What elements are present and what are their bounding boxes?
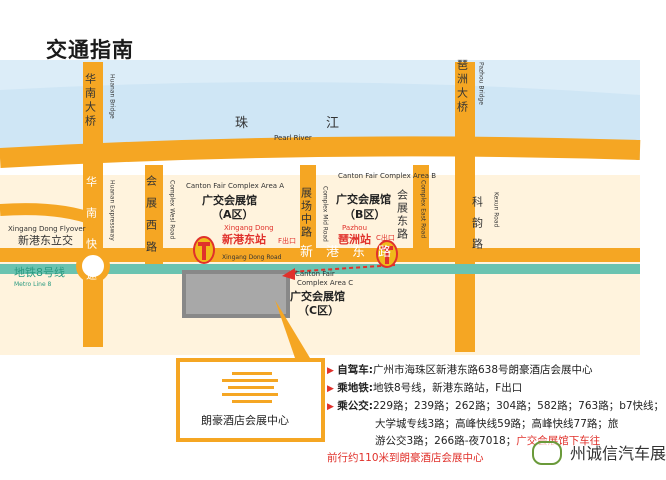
venue-name: 朗豪酒店会展中心 — [201, 413, 289, 427]
bus-line2: 大学城专线3路；高峰快线59路；高峰快线77路；旅 — [375, 418, 619, 430]
watermark-chat-icon — [532, 441, 562, 465]
station2-exit: C出口 — [376, 233, 395, 242]
station1-exit: F出口 — [278, 236, 296, 245]
flyover-circle — [76, 249, 110, 283]
area-c-en2: Complex Area C — [297, 279, 353, 287]
xingang-road-en: Xingang Dong Road — [222, 254, 282, 261]
metro-text: 地铁8号线，新港东路站，F出口 — [372, 382, 523, 394]
bus-label: 乘公交: — [337, 400, 373, 412]
venue-logo-icon — [222, 372, 278, 403]
page-title: 交通指南 — [46, 38, 134, 62]
car-row: ▶ 自驾车:广州市海珠区新港东路638号朗豪酒店会展中心 — [327, 362, 637, 380]
flyover-cn: 新港东立交 — [18, 233, 73, 247]
east-road-en: Complex East Road — [420, 180, 427, 238]
triangle-icon: ▶ — [327, 402, 334, 412]
huanan-expressway-en: Huanan Expressway — [109, 180, 116, 241]
area-c-en1: Canton Fair — [295, 270, 335, 278]
keyun-road-cn: 科韵路 — [471, 195, 484, 259]
station1-cn: 新港东站 — [222, 232, 266, 246]
area-b-en: Canton Fair Complex Area B — [338, 172, 436, 180]
keyun-road — [455, 62, 475, 352]
area-c-cn: 广交会展馆 — [290, 289, 345, 303]
metro-line-8 — [0, 264, 640, 274]
east-road-cn: 会展东路 — [396, 189, 409, 241]
triangle-icon: ▶ — [327, 366, 334, 376]
pazhou-station-icon — [376, 240, 398, 268]
triangle-icon: ▶ — [327, 384, 334, 394]
flyover-en: Xingang Dong Flyover — [8, 225, 86, 233]
route-dashed-line — [289, 264, 396, 273]
bus-row-2: 大学城专线3路；高峰快线59路；高峰快线77路；旅 — [327, 416, 637, 433]
huanan-bridge-en: Huanan Bridge — [109, 74, 116, 119]
car-label: 自驾车: — [337, 364, 373, 376]
station1-en: Xingang Dong — [224, 224, 274, 232]
directions-panel: ▶ 自驾车:广州市海珠区新港东路638号朗豪酒店会展中心 ▶ 乘地铁:地铁8号线… — [327, 362, 664, 467]
bus-line4-b: 到朗豪酒店会展中心 — [389, 452, 484, 464]
traffic-map: 珠 江 Pearl River 华南大桥 Huanan Bridge 琶洲大桥 … — [0, 59, 641, 442]
station2-en: Pazhou — [342, 224, 367, 232]
area-c-roof — [186, 274, 286, 314]
west-road — [145, 165, 163, 265]
pazhou-bridge-cn: 琶洲大桥 — [456, 59, 469, 115]
xingang-station-icon — [193, 236, 215, 264]
bus-line3-a: 游公交3路；266路-夜7018； — [375, 435, 517, 447]
xingang-road-cn: 新 港 东 路 — [300, 244, 391, 260]
area-b-cn: 广交会展馆 — [336, 192, 391, 206]
mid-road-en: Complex Mid Road — [322, 186, 329, 242]
area-c-sub: （C区） — [298, 304, 339, 317]
flyover-ramp — [0, 203, 98, 226]
car-text: 广州市海珠区新港东路638号朗豪酒店会展中心 — [372, 364, 593, 376]
area-a-cn: 广交会展馆 — [202, 193, 257, 207]
west-road-cn: 会展西路 — [145, 175, 158, 263]
metro-label: 乘地铁: — [337, 382, 373, 394]
bus-row-4: 前行约110米到朗豪酒店会展中心 — [327, 450, 637, 467]
map-page: 珠 江 Pearl River 华南大桥 Huanan Bridge 琶洲大桥 … — [0, 38, 666, 467]
xingang-road — [0, 248, 640, 262]
bus-line4-a: 前行约110米 — [327, 452, 390, 464]
mid-road-cn: 展场中路 — [300, 187, 313, 239]
keyun-road-en: Kexun Road — [493, 192, 500, 228]
watermark-text: 州诚信汽车展 — [570, 444, 666, 463]
west-road-en: Complex Wesl Road — [169, 180, 176, 239]
mid-road — [300, 165, 316, 255]
pearl-river-en: Pearl River — [274, 134, 312, 142]
metro-row: ▶ 乘地铁:地铁8号线，新港东路站，F出口 — [327, 380, 637, 398]
area-a-en: Canton Fair Complex Area A — [186, 182, 284, 190]
huanan-expressway-cn: 华南快速 — [85, 175, 98, 300]
area-a-sub: （A区） — [212, 208, 254, 221]
venue-pointer — [275, 300, 310, 358]
metro-line-en: Metro Line 8 — [14, 281, 52, 288]
pazhou-bridge-en: Pazhou Bridge — [478, 62, 485, 105]
bus-row: ▶ 乘公交:229路；239路；262路；304路；582路；763路；b7快线… — [327, 398, 664, 416]
bus-line1: 229路；239路；262路；304路；582路；763路；b7快线； — [372, 400, 665, 412]
route-arrowhead — [282, 268, 295, 280]
east-road — [413, 165, 429, 255]
area-b-sub: （B区） — [344, 208, 385, 221]
huanan-bridge-cn: 华南大桥 — [84, 72, 97, 129]
pearl-river-cn: 珠 江 — [235, 116, 339, 131]
metro-line-cn: 地铁8号线 — [14, 265, 65, 279]
station2-cn: 琶洲站 — [338, 232, 371, 246]
